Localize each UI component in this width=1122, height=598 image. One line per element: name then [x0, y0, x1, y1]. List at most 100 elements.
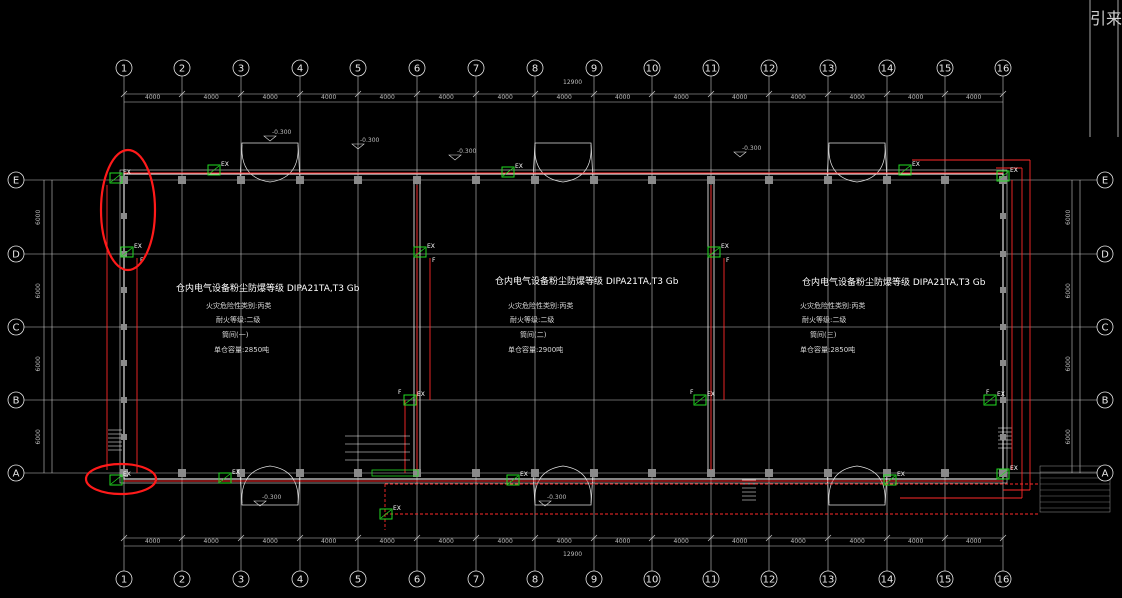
ex-device-diag-8 [404, 395, 416, 405]
column-square [531, 176, 539, 184]
axis-bubble-row-E [7, 171, 25, 189]
axis-label-col-7: 7 [473, 64, 479, 75]
axis-bubble-col-4 [291, 59, 309, 77]
axis-bubble-col-14 [878, 59, 896, 77]
column-square [178, 469, 186, 477]
dim-label-bottom-11: 4000 [791, 538, 806, 545]
axis-label-col-10: 10 [646, 64, 659, 75]
column-square [413, 469, 421, 477]
ex-device-label-9: EX [707, 391, 715, 398]
ex-device-diag-7 [708, 247, 720, 257]
dim-label-bottom-0: 4000 [145, 538, 160, 545]
axis-bubbles: 1122334455667788991010111112121313141415… [7, 0, 1119, 588]
ex-device-label-16: EX [393, 505, 401, 512]
ex-device-label-15: EX [1010, 465, 1018, 472]
dim-label-bottom-6: 4000 [498, 538, 513, 545]
highlight-ellipse-left [99, 148, 157, 272]
column-square [121, 287, 127, 293]
bottom-door-arc-2 [828, 465, 886, 504]
ex-device-box-11 [109, 474, 123, 486]
dim-label-bottom-9: 4000 [674, 538, 689, 545]
axis-bubble-col-5 [349, 59, 367, 77]
ex-device-label-1: EX [134, 243, 142, 250]
dim-label-top-5: 4000 [439, 94, 454, 101]
dim-label-bottom-1: 4000 [204, 538, 219, 545]
dim-label-left-2: 6000 [35, 356, 42, 371]
wire-tag-5: F [986, 389, 990, 396]
ex-device-label-11: EX [123, 471, 131, 478]
column-square [237, 469, 245, 477]
axis-bubble-col-2 [173, 59, 191, 77]
ex-device-label-14: EX [897, 471, 905, 478]
ex-device-box-12 [218, 472, 232, 484]
top-door-frame-2 [826, 142, 888, 181]
room-3-line-4: 单仓容量:2850吨 [800, 345, 855, 354]
room-3-title: 仓内电气设备粉尘防爆等级 DIPA21TA,T3 Gb [802, 276, 986, 288]
dim-tick-bottom [237, 534, 245, 542]
ex-device-box-3 [501, 166, 515, 178]
axis-label-col-16: 16 [997, 64, 1010, 75]
outer-wall-face [119, 169, 1008, 484]
top-door-frame-0 [239, 142, 301, 181]
dim-label-top-6: 4000 [498, 94, 513, 101]
dim-tick-bottom [648, 534, 656, 542]
axis-bubble-col-7 [467, 570, 485, 588]
column-square [883, 469, 891, 477]
highlight-circles [84, 148, 158, 496]
axis-label-col-6: 6 [414, 64, 420, 75]
column-square [1000, 360, 1006, 366]
ex-device-diag-13 [507, 475, 519, 485]
bottom-door-frame-0 [239, 472, 301, 506]
column-square [1000, 434, 1006, 440]
axis-label-col-1: 1 [121, 575, 127, 586]
axis-bubble-col-13 [819, 570, 837, 588]
ex-device-diag-15 [997, 469, 1009, 479]
axis-label-col-9: 9 [591, 64, 597, 75]
axis-bubble-col-2 [173, 570, 191, 588]
ex-device-box-9 [693, 394, 707, 406]
dim-label-top-4: 4000 [380, 94, 395, 101]
dim-label-left-0: 6000 [35, 210, 42, 225]
dim-label-bottom-14: 4000 [966, 538, 981, 545]
ex-device-label-6: EX [427, 243, 435, 250]
level-mark-label: -0.300 [457, 148, 477, 155]
axis-bubble-col-4 [291, 570, 309, 588]
column-square [590, 469, 598, 477]
column-square [237, 176, 245, 184]
structural-columns [120, 176, 1007, 477]
axis-bubble-col-16 [994, 59, 1012, 77]
ex-device-label-10: EX [997, 391, 1005, 398]
axis-bubble-row-A [1096, 464, 1114, 482]
dim-label-top-12: 4000 [850, 94, 865, 101]
dim-tick-bottom [472, 534, 480, 542]
dim-tick-top [531, 90, 539, 98]
axis-label-col-2: 2 [179, 575, 185, 586]
column-square [707, 176, 715, 184]
ex-device-diag-10 [984, 395, 996, 405]
column-square [1000, 251, 1006, 257]
dim-tick-bottom [413, 534, 421, 542]
axis-bubble-col-5 [349, 570, 367, 588]
axis-label-col-14: 14 [881, 64, 894, 75]
column-square [883, 176, 891, 184]
ex-device-diag-16 [380, 509, 392, 519]
overall-dimension-top: 12900 [563, 79, 582, 86]
room-2-line-1: 火灾危险性类别:丙类 [508, 301, 573, 310]
axis-bubble-row-A [7, 464, 25, 482]
level-mark-symbol [538, 500, 552, 507]
axis-bubble-row-D [7, 245, 25, 263]
column-square [648, 176, 656, 184]
ex-device-box-10 [983, 394, 997, 406]
ex-device-label-3: EX [515, 163, 523, 170]
dim-label-right-3: 6000 [1065, 429, 1072, 444]
axis-label-row-D: D [1101, 250, 1109, 261]
column-square [1000, 324, 1006, 330]
ex-device-label-12: EX [232, 469, 240, 476]
bottom-door-frame-1 [532, 472, 594, 506]
axis-label-col-5: 5 [355, 64, 361, 75]
dim-tick-bottom [999, 534, 1007, 542]
dim-tick-bottom [531, 534, 539, 542]
axis-label-col-15: 15 [939, 64, 952, 75]
axis-bubble-col-12 [760, 570, 778, 588]
